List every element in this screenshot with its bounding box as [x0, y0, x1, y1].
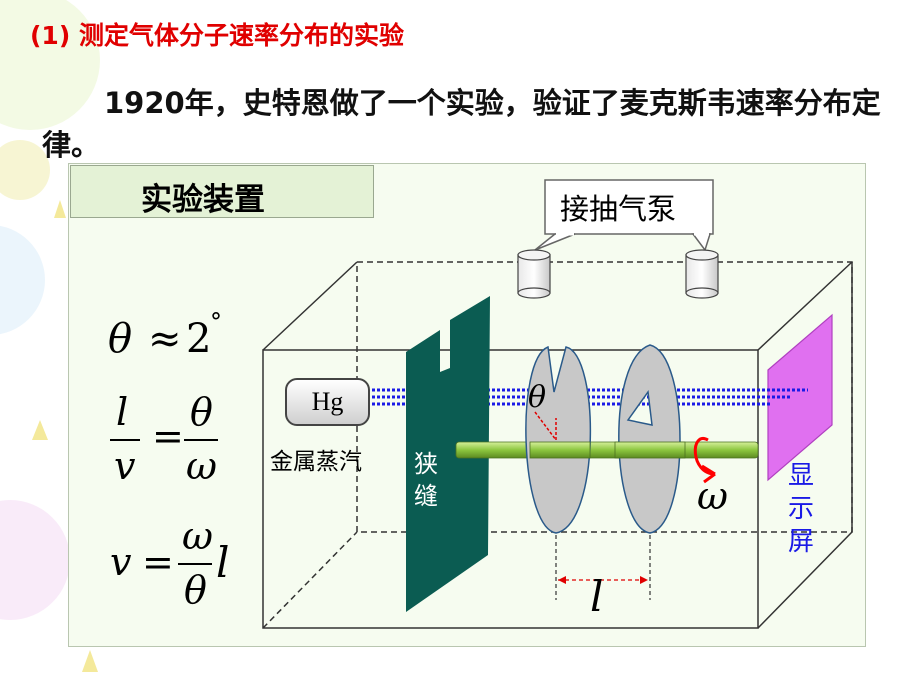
- pump-port-left: [517, 249, 551, 299]
- rotating-disk-2: [614, 344, 686, 534]
- formula-angle-sup: °: [210, 308, 222, 336]
- formula-speed-tail: l: [216, 538, 230, 587]
- slide-title: (1) 测定气体分子速率分布的实验: [30, 21, 404, 50]
- rotating-disk-1: [525, 345, 592, 534]
- intro-paragraph: 1920年，史特恩做了一个实验，验证了麦克斯韦速率分布定律。: [42, 86, 881, 162]
- fraction-bar: [178, 563, 212, 565]
- apparatus-label-box: 实验装置: [70, 165, 374, 218]
- formula-angle-op: ≈: [148, 316, 182, 362]
- rotating-axle: [455, 441, 759, 459]
- display-screen: [767, 313, 833, 482]
- formula-speed-den: θ: [184, 568, 207, 612]
- apparatus-label: 实验装置: [141, 182, 265, 218]
- pump-callout: [534, 179, 714, 252]
- pump-port-right: [685, 249, 719, 299]
- hg-label: Hg: [311, 387, 344, 416]
- formula-ratio-den-left: v: [114, 444, 136, 488]
- formula-ratio-num-left: l: [116, 390, 129, 434]
- fraction-bar: [184, 439, 218, 441]
- rotation-arrow: [693, 437, 716, 484]
- slit-label: 狭缝: [414, 450, 438, 510]
- hg-source: Hg: [285, 378, 370, 426]
- distance-symbol: l: [590, 572, 604, 621]
- slit-plate: [406, 296, 490, 612]
- formula-angle-lhs: θ: [108, 316, 133, 362]
- formula-ratio-den-right: ω: [186, 444, 217, 488]
- angle-indicator: [534, 411, 557, 441]
- formula-speed-op: =: [142, 540, 174, 584]
- theta-symbol: θ: [528, 380, 547, 415]
- fraction-bar: [110, 439, 140, 441]
- formula-speed-lhs: v: [110, 540, 132, 584]
- metal-vapor-label: 金属蒸汽: [270, 449, 362, 475]
- pump-label: 接抽气泵: [560, 192, 677, 226]
- omega-symbol: ω: [697, 474, 728, 518]
- formula-ratio-num-right: θ: [190, 390, 213, 434]
- formula-speed-num: ω: [182, 514, 213, 558]
- distance-marker: [555, 535, 651, 600]
- formula-angle-rhs: 2: [186, 316, 212, 362]
- formula-ratio-op: =: [152, 414, 184, 458]
- screen-label: 显示屏: [788, 461, 815, 557]
